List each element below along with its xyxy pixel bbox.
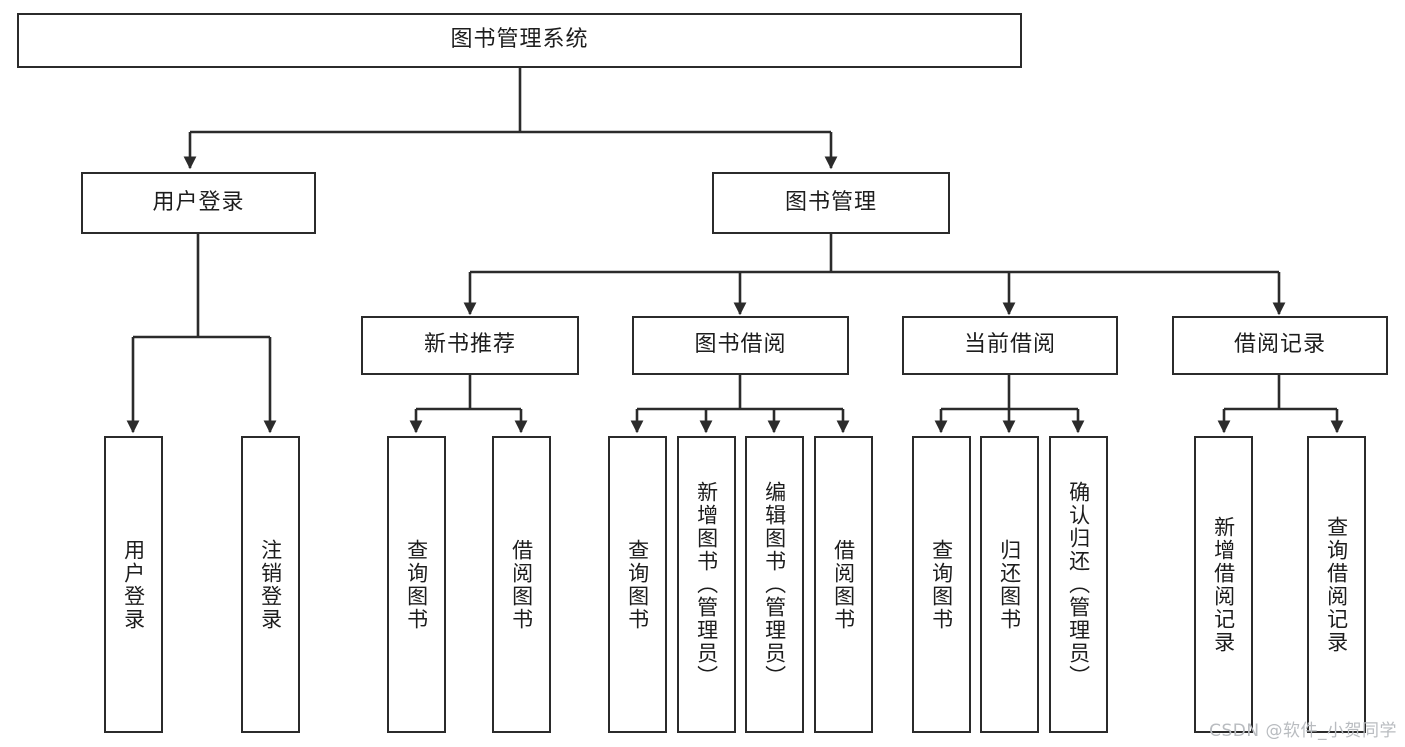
leaf-query-book-2-label: 查询图书	[625, 538, 650, 631]
leaf-borrow-book-1[interactable]: 借阅图书	[492, 436, 551, 733]
leaf-query-book-1-label: 查询图书	[404, 538, 429, 631]
node-root[interactable]: 图书管理系统	[17, 13, 1022, 68]
leaf-borrow-book-2-label: 借阅图书	[831, 538, 856, 631]
leaf-user-logout-label: 注销登录	[258, 538, 283, 631]
leaf-query-book-2[interactable]: 查询图书	[608, 436, 667, 733]
node-root-label: 图书管理系统	[450, 27, 589, 53]
leaf-return-book[interactable]: 归还图书	[980, 436, 1039, 733]
leaf-user-logout[interactable]: 注销登录	[241, 436, 300, 733]
node-book-borrow[interactable]: 图书借阅	[632, 316, 849, 375]
node-user-login[interactable]: 用户登录	[81, 172, 316, 234]
node-new-book-rec[interactable]: 新书推荐	[361, 316, 579, 375]
leaf-query-book-3[interactable]: 查询图书	[912, 436, 971, 733]
node-user-login-label: 用户登录	[152, 189, 245, 215]
leaf-add-book-label: 新增图书（管理员）	[694, 481, 719, 688]
leaf-edit-book-label: 编辑图书（管理员）	[762, 481, 787, 688]
leaf-return-book-label: 归还图书	[997, 538, 1022, 631]
leaf-query-book-1[interactable]: 查询图书	[387, 436, 446, 733]
leaf-edit-book[interactable]: 编辑图书（管理员）	[745, 436, 804, 733]
leaf-user-login-label: 用户登录	[121, 538, 146, 631]
leaf-add-record[interactable]: 新增借阅记录	[1194, 436, 1253, 733]
node-new-book-rec-label: 新书推荐	[423, 332, 516, 358]
leaf-confirm-return[interactable]: 确认归还（管理员）	[1049, 436, 1108, 733]
node-current-borrow-label: 当前借阅	[963, 332, 1056, 358]
leaf-add-record-label: 新增借阅记录	[1211, 515, 1236, 654]
leaf-borrow-book-1-label: 借阅图书	[509, 538, 534, 631]
leaf-query-record[interactable]: 查询借阅记录	[1307, 436, 1366, 733]
node-book-manage-label: 图书管理	[784, 189, 877, 215]
leaf-user-login[interactable]: 用户登录	[104, 436, 163, 733]
leaf-borrow-book-2[interactable]: 借阅图书	[814, 436, 873, 733]
node-book-manage[interactable]: 图书管理	[712, 172, 950, 234]
node-book-borrow-label: 图书借阅	[694, 332, 787, 358]
node-borrow-record-label: 借阅记录	[1233, 332, 1326, 358]
node-borrow-record[interactable]: 借阅记录	[1172, 316, 1388, 375]
leaf-confirm-return-label: 确认归还（管理员）	[1066, 481, 1091, 688]
node-current-borrow[interactable]: 当前借阅	[902, 316, 1118, 375]
watermark-text: CSDN @软件_小贺同学	[1209, 721, 1397, 741]
leaf-query-record-label: 查询借阅记录	[1324, 515, 1349, 654]
leaf-add-book[interactable]: 新增图书（管理员）	[677, 436, 736, 733]
leaf-query-book-3-label: 查询图书	[929, 538, 954, 631]
